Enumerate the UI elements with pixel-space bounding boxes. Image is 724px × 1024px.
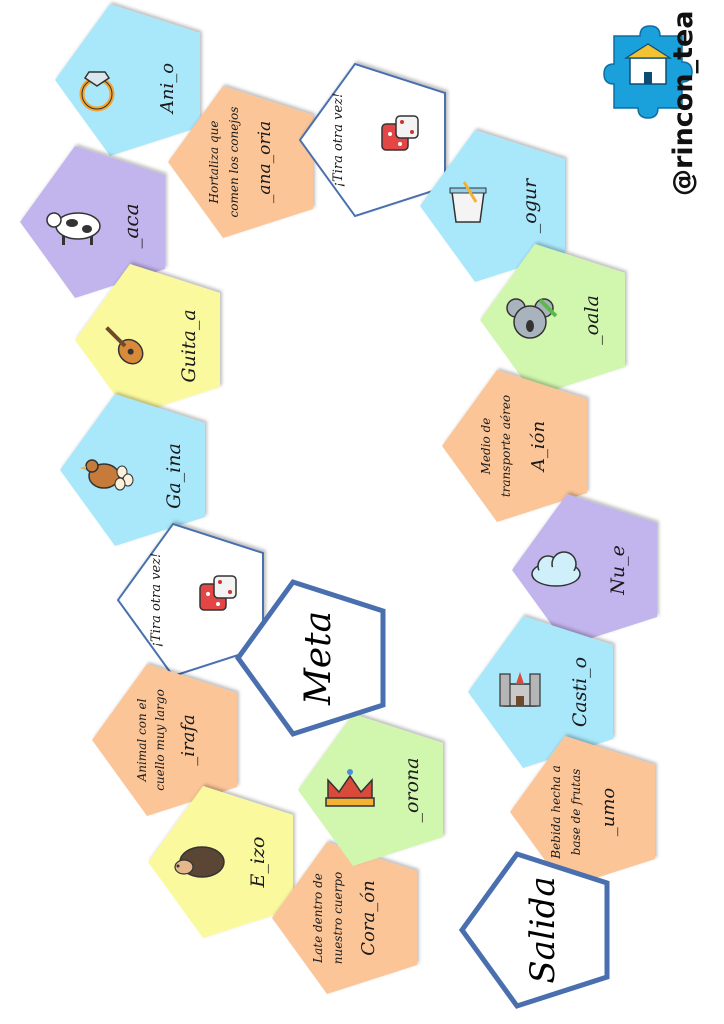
- tile-zumo[interactable]: Bebida hecha a base de frutas _umo: [510, 736, 655, 888]
- tile-erizo[interactable]: E_izo: [148, 786, 293, 938]
- ring-icon: [79, 71, 115, 112]
- tile-label-jirafa-line2: cuello muy largo: [153, 689, 167, 791]
- brand-handle: @rincon_tea: [668, 10, 699, 196]
- tile-label-zumo-word: _umo: [598, 788, 619, 837]
- tile-label-zumo-line2: base de frutas: [569, 769, 583, 856]
- tile-anillo[interactable]: Ani_o: [55, 4, 200, 156]
- tile-koala[interactable]: _oala: [480, 244, 625, 396]
- tile-castillo[interactable]: Casti_o: [468, 616, 613, 768]
- tile-vaca[interactable]: _aca: [20, 146, 165, 298]
- tile-salida[interactable]: Salida: [458, 851, 610, 1009]
- tile-avion[interactable]: Medio de transporte aéreo A_ión: [442, 370, 587, 522]
- guitar-icon: [105, 326, 144, 365]
- tile-label-corona: _orona: [401, 757, 423, 822]
- tile-nube[interactable]: Nu_e: [512, 494, 657, 646]
- tile-label-jirafa-line1: Animal con el: [135, 698, 149, 782]
- tile-label-zanahoria-line1: Hortaliza que: [207, 121, 221, 205]
- tile-label-meta: Meta: [298, 611, 339, 706]
- tile-guitarra[interactable]: Guita_a: [75, 264, 220, 416]
- tile-label-corazon-line1: Late dentro de: [311, 873, 325, 964]
- tile-label-tira-1: ¡Tira otra vez!: [149, 553, 164, 647]
- tile-label-gallina: Ga_ina: [163, 443, 185, 509]
- tile-corazon[interactable]: Late dentro de nuestro cuerpo Cora_ón: [272, 842, 417, 994]
- tile-corona[interactable]: _orona: [298, 714, 443, 866]
- tile-meta[interactable]: Meta: [234, 579, 386, 737]
- tile-label-corazon-word: Cora_ón: [358, 880, 379, 955]
- tile-label-salida: Salida: [523, 876, 563, 983]
- tile-label-avion-word: A_ión: [528, 421, 549, 473]
- tile-gallina[interactable]: Ga_ina: [60, 394, 205, 546]
- tile-tira-otra-vez-2[interactable]: ¡Tira otra vez!: [298, 62, 446, 218]
- tile-label-tira-2: ¡Tira otra vez!: [331, 93, 346, 187]
- tile-label-zanahoria-line2: comen los conejos: [227, 107, 241, 218]
- dice-icon: [199, 575, 237, 611]
- hen-icon: [80, 459, 134, 491]
- tile-zanahoria[interactable]: Hortaliza que comen los conejos _ana_ori…: [168, 86, 313, 238]
- dice-icon: [381, 115, 419, 151]
- tile-label-yogur: _ogur: [519, 177, 541, 233]
- tile-label-nube: Nu_e: [607, 545, 629, 596]
- tile-label-zanahoria-word: _ana_oria: [255, 121, 275, 203]
- tile-label-guitarra: Guita_a: [178, 309, 200, 382]
- tile-label-jirafa-word: _irafa: [178, 714, 199, 766]
- tile-tira-otra-vez-1[interactable]: ¡Tira otra vez!: [116, 522, 264, 678]
- tile-yogur[interactable]: _ogur: [420, 130, 565, 282]
- yogurt-icon: [449, 181, 487, 223]
- tile-label-avion-line1: Medio de: [479, 418, 493, 476]
- cloud-icon: [531, 551, 581, 587]
- tile-label-vaca: _aca: [119, 203, 143, 248]
- tile-label-corazon-line2: nuestro cuerpo: [331, 872, 345, 965]
- tile-label-avion-line2: transporte aéreo: [499, 395, 513, 497]
- koala-icon: [506, 298, 558, 339]
- hedgehog-icon: [174, 846, 225, 878]
- castle-icon: [499, 672, 541, 707]
- cow-icon: [46, 212, 101, 245]
- crown-icon: [325, 769, 375, 807]
- puzzle-logo: [603, 25, 693, 119]
- tile-label-anillo: Ani_o: [157, 63, 178, 115]
- tile-jirafa[interactable]: Animal con el cuello muy largo _irafa: [92, 664, 237, 816]
- tile-label-koala: _oala: [581, 295, 603, 345]
- tile-label-castillo: Casti_o: [569, 657, 591, 727]
- tile-label-erizo: E_izo: [247, 837, 269, 889]
- tile-label-zumo-line1: Bebida hecha a: [549, 765, 563, 860]
